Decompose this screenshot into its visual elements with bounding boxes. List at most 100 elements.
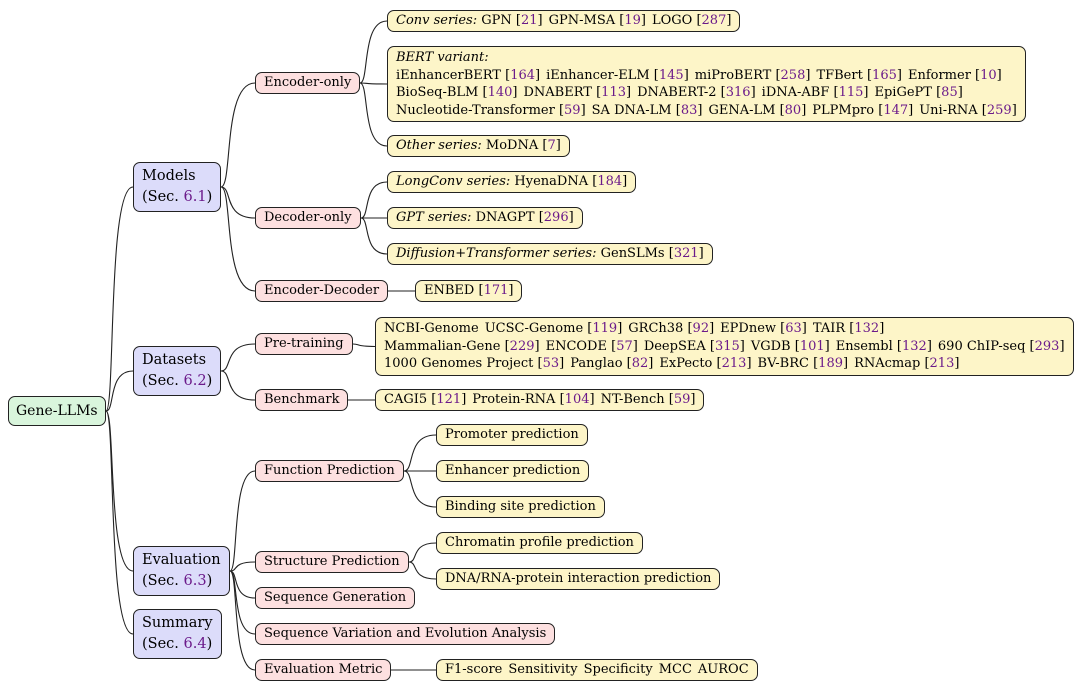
citation-ref: 147 [883, 102, 909, 118]
citation-ref: 164 [510, 67, 536, 83]
citation-item: Panglao [82] [570, 356, 654, 371]
citation-item: ExPecto [213] [659, 356, 752, 371]
citation-item: DNAGPT [296] [475, 210, 574, 225]
promoter-prediction-leaf: Promoter prediction [436, 424, 588, 446]
encoder-decoder-node: Encoder-Decoder [255, 280, 389, 302]
models-title: Models [142, 168, 196, 184]
dna-rna-protein-leaf: DNA/RNA-protein interaction prediction [436, 568, 721, 590]
citation-ref: 315 [714, 338, 740, 354]
summary-section: (Sec. 6.4) [142, 636, 213, 652]
citation-item: LOGO [287] [651, 13, 732, 28]
conv-series-leaf: Conv series: GPN [21]GPN-MSA [19]LOGO [2… [387, 10, 741, 32]
binding-site-prediction-leaf: Binding site prediction [436, 496, 605, 518]
edge-n-evaluation-n-func [229, 470, 256, 572]
edge-n-dec-n-longconv [360, 181, 388, 219]
citation-ref: 121 [436, 392, 462, 407]
citation-item: DeepSEA [315] [643, 338, 745, 354]
citation-item: 1000 Genomes Project [53] [384, 356, 565, 371]
edge-n-pre-n-prelist [352, 343, 376, 348]
citation-ref: 92 [692, 321, 710, 336]
citation-item: Mammalian-Gene [229] [384, 338, 540, 354]
citation-item: PLPMpro [147] [812, 102, 914, 118]
pretraining-node: Pre-training [255, 333, 353, 355]
citation-ref: 82 [631, 356, 649, 371]
citation-ref: 321 [673, 246, 699, 261]
root-node: Gene-LLMs [8, 396, 106, 426]
evaluation-section: (Sec. 6.3) [142, 573, 213, 589]
citation-item: HyenaDNA [184] [514, 174, 628, 189]
edge-n-dec-n-diff [360, 217, 388, 255]
citation-ref: 132 [902, 338, 927, 354]
summary-node: Summary (Sec. 6.4) [133, 609, 222, 659]
citation-item: EPDnew [63] [720, 321, 807, 336]
gpt-series-leaf: GPT series: DNAGPT [296] [387, 207, 583, 229]
citation-ref: 59 [564, 102, 581, 118]
citation-ref: 145 [658, 67, 684, 83]
edge-n-datasets-n-pre [220, 343, 256, 372]
citation-ref: 184 [597, 174, 623, 189]
citation-item: Ensembl [132] [835, 338, 932, 354]
citation-item: iEnhancer-ELM [145] [546, 67, 689, 83]
citation-ref: 115 [838, 85, 864, 100]
datasets-section: (Sec. 6.2) [142, 373, 213, 389]
models-section: (Sec. 6.1) [142, 189, 213, 205]
metric-item: MCC [658, 662, 692, 677]
citation-ref: 259 [986, 102, 1012, 118]
citation-item: EpiGePT [85] [874, 85, 963, 100]
citation-item: BV-BRC [189] [757, 356, 849, 371]
edge-n-root-n-datasets [105, 370, 134, 412]
metric-item: AUROC [697, 662, 749, 677]
edge-n-models-n-encdec [220, 186, 256, 292]
citation-item: Nucleotide-Transformer [59] [396, 102, 586, 118]
citation-ref: 10 [980, 67, 997, 83]
evaluation-title: Evaluation [142, 552, 221, 568]
section-ref: 6.1 [183, 189, 207, 205]
citation-item: TFBert [165] [816, 67, 902, 83]
citation-item: DNABERT-2 [316] [637, 85, 756, 100]
citation-ref: 80 [784, 102, 802, 118]
bert-label: BERT variant: [396, 50, 489, 65]
edge-n-root-n-summary [105, 410, 134, 635]
citation-line: iEnhancerBERT [164]iEnhancer-ELM [145]mi… [396, 67, 1017, 85]
citation-ref: 213 [721, 356, 747, 371]
section-ref: 6.4 [183, 636, 207, 652]
citation-line: Nucleotide-Transformer [59] SA DNA-LM [83… [396, 102, 1017, 120]
citation-ref: 83 [680, 102, 698, 118]
citation-item: SA DNA-LM [83] [591, 102, 703, 118]
summary-title: Summary [142, 615, 213, 631]
edge-n-enc-n-other [359, 82, 388, 147]
citation-item: ENCODE [57] [545, 338, 638, 354]
decoder-only-node: Decoder-only [255, 207, 361, 229]
citation-ref: 293 [1034, 338, 1060, 354]
diffusion-series-leaf: Diffusion+Transformer series: GenSLMs [3… [387, 243, 713, 265]
edge-n-evaluation-n-metric [229, 570, 256, 671]
citation-ref: 213 [929, 356, 955, 371]
edge-n-struct-n-chrom [408, 542, 437, 563]
citation-ref: 140 [487, 85, 513, 100]
citation-item: VGDB [101] [750, 338, 830, 354]
enhancer-prediction-leaf: Enhancer prediction [436, 460, 590, 482]
citation-item: iEnhancerBERT [164] [396, 67, 541, 83]
datasets-node: Datasets (Sec. 6.2) [133, 346, 222, 396]
chromatin-profile-leaf: Chromatin profile prediction [436, 532, 643, 554]
section-ref: 6.3 [183, 573, 207, 589]
models-node: Models (Sec. 6.1) [133, 162, 222, 212]
citation-ref: 59 [673, 392, 691, 407]
datasets-title: Datasets [142, 352, 207, 368]
edge-n-func-n-bind [403, 470, 437, 508]
benchmark-node: Benchmark [255, 389, 349, 411]
citation-ref: 189 [818, 356, 843, 371]
citation-ref: 171 [483, 283, 509, 298]
evaluation-metric-node: Evaluation Metric [255, 659, 392, 681]
citation-ref: 53 [542, 356, 560, 371]
citation-item: iDNA-ABF [115] [761, 85, 869, 100]
citation-ref: 113 [601, 85, 626, 100]
citation-ref: 165 [872, 67, 897, 83]
citation-ref: 287 [701, 13, 727, 28]
section-ref: 6.2 [183, 373, 207, 389]
citation-item: GPN [21] [481, 13, 543, 28]
metric-item: F1-score [445, 662, 503, 677]
